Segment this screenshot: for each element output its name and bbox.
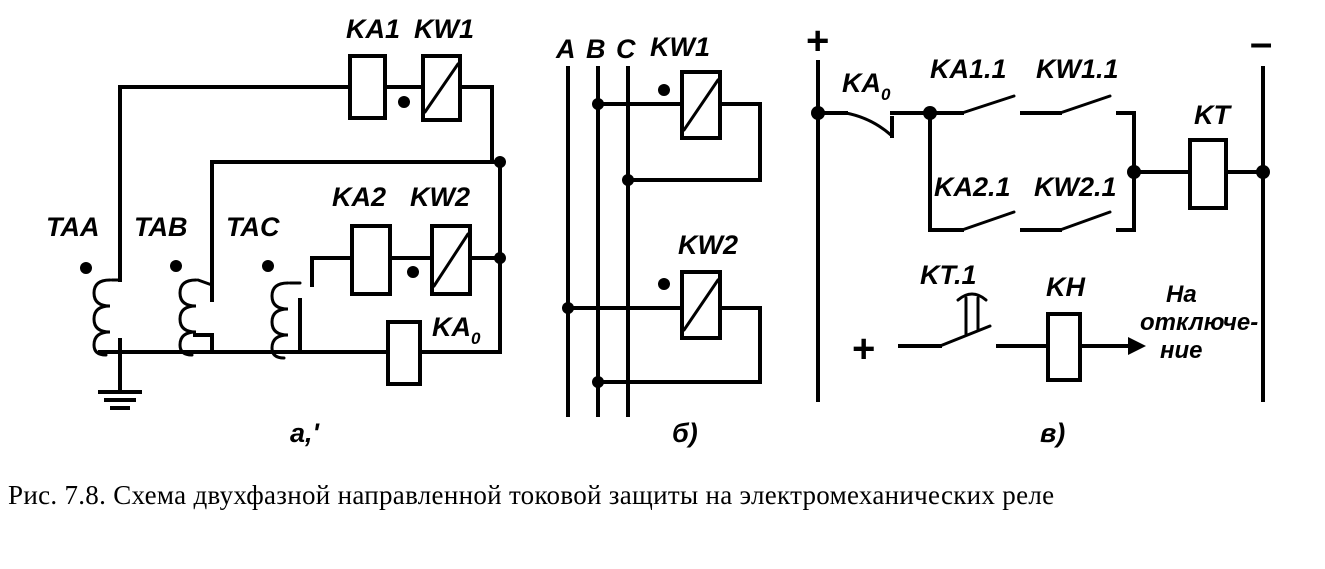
- ka2-relay: [350, 224, 392, 296]
- label-kw1-b: KW1: [650, 32, 710, 62]
- trip-arrow-icon: [1128, 337, 1146, 355]
- label-taa: TAA: [46, 212, 100, 242]
- label-kw2-b: KW2: [678, 230, 738, 260]
- label-phase-a: A: [555, 34, 576, 64]
- ka1-relay: [348, 54, 387, 120]
- label-ka1: KA1: [346, 14, 400, 44]
- ka0-relay: [386, 320, 422, 386]
- label-minus-top: –: [1250, 21, 1272, 65]
- label-ka0: KA0: [432, 312, 481, 348]
- label-ka2: KA2: [332, 182, 386, 212]
- figure-caption: Рис. 7.8. Схема двухфазной направленной …: [8, 480, 1055, 510]
- label-plus-top: +: [806, 19, 829, 63]
- label-ka0-contact: KA0: [842, 68, 891, 104]
- panel-b-voltage-circuits: A B C KW1 KW2 б): [555, 32, 762, 448]
- panel-a-letter: a,': [290, 418, 321, 448]
- label-kw11: KW1.1: [1036, 54, 1119, 84]
- kw1-winding-icon: [423, 62, 460, 114]
- label-kw2: KW2: [410, 182, 470, 212]
- kw2-winding-icon: [432, 232, 470, 288]
- panel-b-letter: б): [672, 418, 698, 448]
- panel-c-letter: в): [1040, 418, 1065, 448]
- label-trip-3: ние: [1160, 337, 1203, 364]
- label-kt: KT: [1194, 100, 1232, 130]
- kw2-voltage-winding-icon: [682, 278, 720, 332]
- label-kw1: KW1: [414, 14, 474, 44]
- label-phase-b: B: [586, 34, 606, 64]
- panel-c-dc-operating-circuit: + – + KA0 KA1.1 KW1.1 KA2.1 KW2.1 KT KT.…: [806, 19, 1272, 448]
- kw1-voltage-winding-icon: [682, 78, 720, 132]
- label-ka21: KA2.1: [934, 172, 1011, 202]
- label-trip-2: отключе-: [1140, 309, 1258, 336]
- label-trip-1: На: [1166, 281, 1197, 308]
- tac-coil-icon: [270, 281, 290, 360]
- label-tac: TAC: [226, 212, 280, 242]
- panel-a-current-circuits: KA1 KW1 KA2 KW2 KA0 TAA TAB TAC a,': [46, 14, 506, 448]
- taa-coil-icon: [92, 278, 112, 357]
- label-kt1: KT.1: [920, 260, 977, 290]
- label-phase-c: C: [616, 34, 636, 64]
- label-tab: TAB: [134, 212, 188, 242]
- kt1-delay-icon: [956, 292, 988, 336]
- tab-coil-icon: [178, 278, 198, 357]
- kw1-relay: [421, 54, 462, 122]
- kh-relay: [1046, 312, 1082, 382]
- kt-relay: [1188, 138, 1228, 210]
- label-kw21: KW2.1: [1034, 172, 1117, 202]
- relay-protection-schematic: KA1 KW1 KA2 KW2 KA0 TAA TAB TAC a,' A B …: [46, 14, 1272, 448]
- label-plus-bottom: +: [852, 327, 875, 371]
- label-ka11: KA1.1: [930, 54, 1007, 84]
- label-kh: KH: [1046, 272, 1085, 302]
